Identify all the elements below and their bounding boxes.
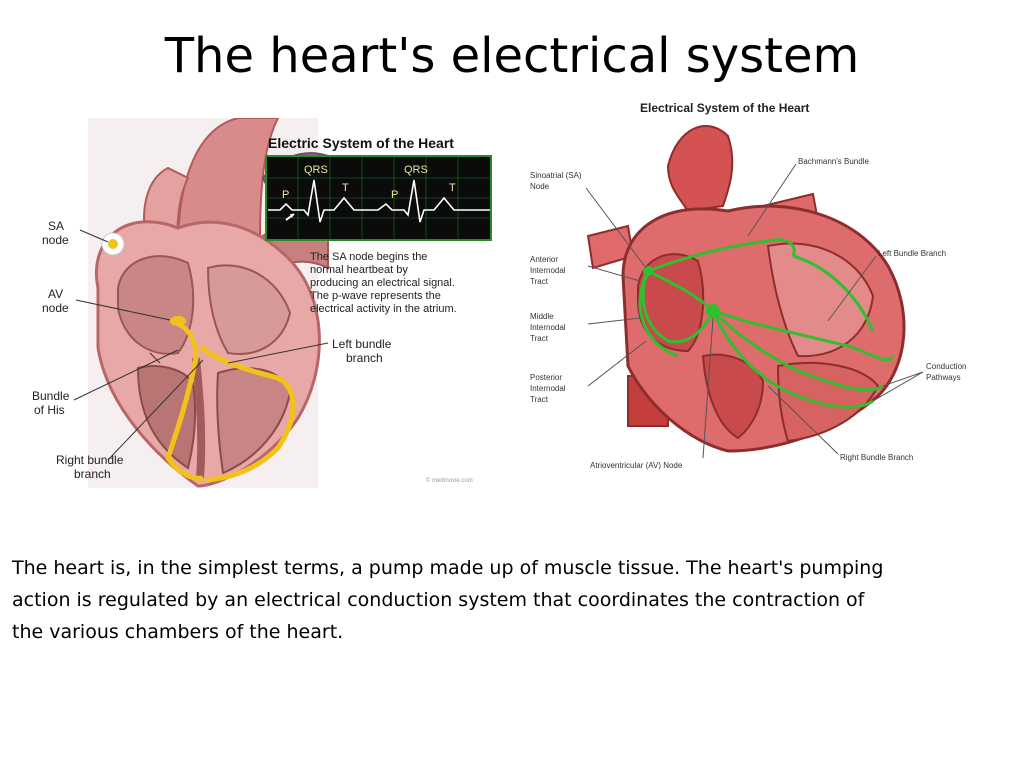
label-av-node: Atrioventricular (AV) Node bbox=[590, 461, 683, 470]
label-middle-internodal: Middle bbox=[530, 312, 554, 321]
left-heart-figure: Electric System of the Heart QRS QRS T T… bbox=[28, 117, 500, 488]
label-anterior-internodal: Internodal bbox=[530, 266, 566, 275]
ecg-t-label-1: T bbox=[342, 182, 349, 194]
right-heart-figure: Electrical System of the Heart Sinoatria… bbox=[528, 96, 998, 486]
label-left-bundle-branch: Left Bundle Branch bbox=[878, 249, 946, 258]
label-bundle-of-his: Bundle bbox=[32, 389, 70, 403]
left-caption: The SA node begins the normal heartbeat … bbox=[310, 251, 457, 315]
label-sa-node: SA bbox=[48, 219, 64, 233]
label-av-node: AV bbox=[48, 287, 63, 301]
caption-line: electrical activity in the atrium. bbox=[310, 303, 457, 315]
ecg-grid bbox=[266, 156, 491, 240]
ecg-p-label-1: P bbox=[282, 189, 289, 201]
label-right-bundle-branch: branch bbox=[74, 467, 111, 481]
left-heart-illustration: Electric System of the Heart QRS QRS T T… bbox=[32, 117, 492, 488]
caption-line: The SA node begins the bbox=[310, 251, 427, 263]
label-left-bundle-branch: branch bbox=[346, 351, 383, 365]
caption-line: producing an electrical signal. bbox=[310, 277, 455, 289]
label-right-bundle-branch: Right bundle bbox=[56, 453, 124, 467]
label-right-bundle-branch: Right Bundle Branch bbox=[840, 453, 913, 462]
ecg-p-label-2: P bbox=[391, 189, 398, 201]
label-left-bundle-branch: Left bundle bbox=[332, 337, 392, 351]
label-middle-internodal: Tract bbox=[530, 334, 549, 343]
right-heart-illustration: Electrical System of the Heart Sinoatria… bbox=[530, 101, 966, 470]
label-av-node: node bbox=[42, 301, 69, 315]
label-posterior-internodal: Internodal bbox=[530, 384, 566, 393]
label-sinoatrial-node: Node bbox=[530, 182, 550, 191]
label-sa-node: node bbox=[42, 233, 69, 247]
ecg-trace bbox=[268, 179, 490, 223]
label-posterior-internodal: Tract bbox=[530, 395, 549, 404]
label-bundle-of-his: of His bbox=[34, 403, 65, 417]
medmovie-credit: © medmovie.com bbox=[426, 477, 473, 484]
slide-body-text: The heart is, in the simplest terms, a p… bbox=[12, 557, 884, 643]
right-figure-title: Electrical System of the Heart bbox=[640, 101, 809, 115]
left-figure-title: Electric System of the Heart bbox=[268, 135, 454, 151]
caption-line: The p-wave represents the bbox=[310, 290, 441, 302]
label-middle-internodal: Internodal bbox=[530, 323, 566, 332]
label-bachmanns-bundle: Bachmann's Bundle bbox=[798, 157, 869, 166]
ecg-qrs-label-1: QRS bbox=[304, 164, 328, 176]
label-posterior-internodal: Posterior bbox=[530, 373, 562, 382]
label-anterior-internodal: Anterior bbox=[530, 255, 558, 264]
label-anterior-internodal: Tract bbox=[530, 277, 549, 286]
label-conduction-pathways: Conduction bbox=[926, 362, 966, 371]
caption-line: normal heartbeat by bbox=[310, 264, 408, 276]
label-conduction-pathways: Pathways bbox=[926, 373, 961, 382]
conduction-pathways bbox=[638, 238, 895, 409]
slide-title: The heart's electrical system bbox=[164, 28, 860, 84]
label-sinoatrial-node: Sinoatrial (SA) bbox=[530, 171, 582, 180]
ecg-t-label-2: T bbox=[449, 182, 456, 194]
ecg-qrs-label-2: QRS bbox=[404, 164, 428, 176]
